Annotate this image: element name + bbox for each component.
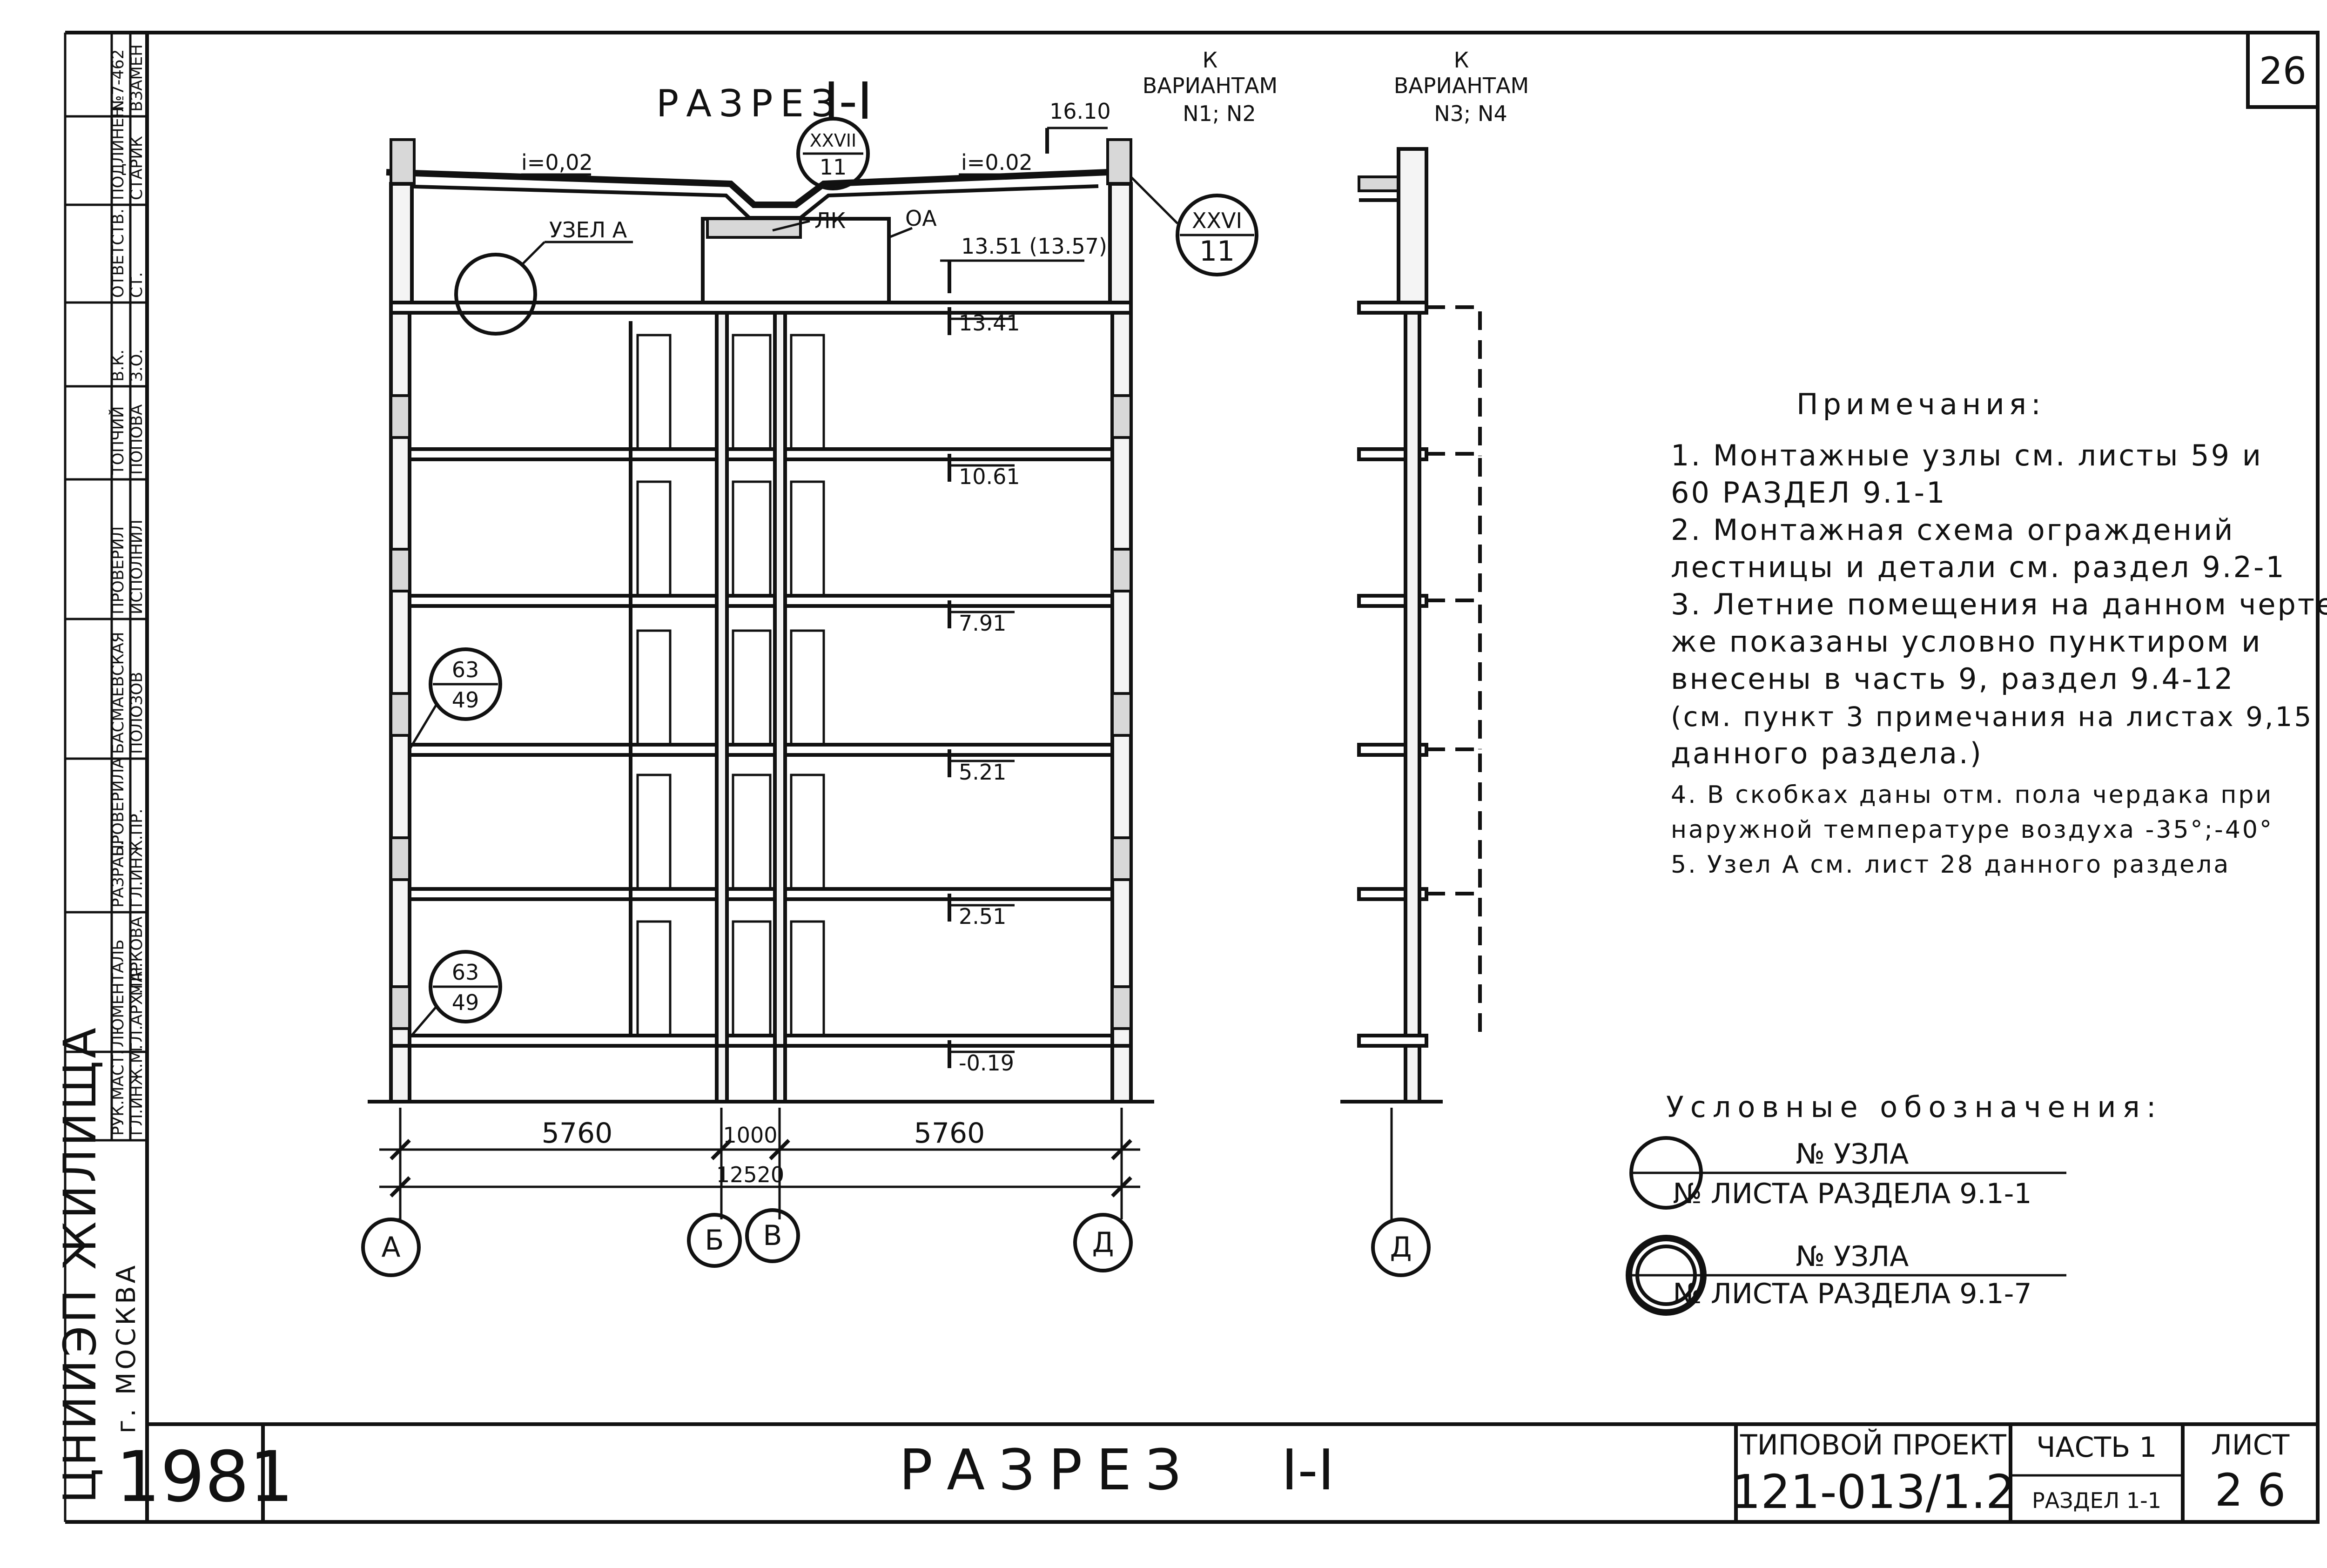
legend-double-top: № УЗЛА — [1796, 1240, 1909, 1273]
side-stamp-text: РУК.МАСТ. ГЛ.ИНЖ.М. ГЛ.АРХ.ПР. ЛЮМЕНТАЛЬ… — [108, 44, 146, 1136]
org-name: ЦНИИЭП ЖИЛИЩА — [54, 1025, 106, 1503]
note-line-10: 4. В скобках даны отм. пола чердака при — [1671, 781, 2273, 809]
stamp-col-5-bottom: ПОПОВА — [128, 404, 146, 475]
legend-symbols — [1626, 1136, 2066, 1316]
stamp-role-2: ГЛ.ИНЖ.М. — [128, 1044, 146, 1136]
notes-heading: Примечания: — [1796, 387, 2045, 421]
note-line-8: (см. пункт 3 примечания на листах 9,15 — [1671, 701, 2313, 733]
dimension-total: 12520 — [716, 1162, 784, 1187]
axis-a: А — [381, 1231, 400, 1264]
variant-left-label: ВАРИАНТАМ — [1143, 73, 1278, 98]
dimension-left: 5760 — [542, 1117, 613, 1150]
stamp-col-2-bottom: ГЛ.ИНЖ.ПР. — [128, 809, 146, 908]
roof-slope-left: i=0,02 — [521, 150, 593, 175]
roof-slope-right: i=0.02 — [961, 150, 1033, 175]
stamp-col-8-top: ПОДЛИНЕН — [109, 106, 128, 200]
side-stamp — [65, 33, 147, 1142]
axis-markers — [361, 1208, 1133, 1277]
part-label: ЧАСТЬ 1 — [2036, 1431, 2157, 1464]
legend-single-top: № УЗЛА — [1796, 1138, 1909, 1171]
stamp-col-9-bottom: ВЗАМЕН — [128, 44, 146, 112]
dimension-right: 5760 — [914, 1117, 985, 1150]
variant-left-k: К — [1203, 47, 1218, 73]
variant-right-label: ВАРИАНТАМ — [1394, 73, 1529, 98]
stamp-check-word: ПРОВЕРИЛА — [109, 758, 128, 856]
year: 1981 — [116, 1437, 294, 1518]
roof-elevation-top: 16.10 — [1049, 99, 1111, 124]
variant-right-k: К — [1454, 47, 1469, 73]
oa-label: ОА — [905, 206, 937, 231]
stamp-col-9-top: №7-462 — [109, 49, 128, 112]
stamp-col-8-bottom: СТАРИК — [128, 136, 146, 200]
note-line-9: данного раздела.) — [1671, 736, 1983, 770]
stamp-col-6-bottom: З.О. — [128, 349, 146, 382]
axis-d-side: Д — [1390, 1231, 1412, 1264]
floor-elevation-3: 7.91 — [959, 611, 1006, 636]
lk-label: ЛК — [814, 208, 846, 233]
stamp-col-5-top: ТОПЧИЙ — [108, 406, 128, 475]
floor-elevation-5: 2.51 — [959, 904, 1006, 929]
stamp-col-3-bottom: ПРОВЕРИЛ — [109, 526, 128, 614]
stamp-col-6-top: В.К. — [109, 350, 128, 382]
sheet-value: 2 6 — [2215, 1464, 2286, 1516]
stamp-col-1-bottom: МАРКОВА — [128, 916, 146, 996]
project-label: ТИПОВОЙ ПРОЕКТ — [1740, 1428, 2006, 1461]
note-line-5: 3. Летние помещения на данном черте- — [1671, 587, 2327, 621]
floor-elevation-2: 10.61 — [959, 464, 1020, 489]
building-section — [368, 117, 1258, 1219]
sheet-number-box — [2246, 31, 2320, 109]
note-line-4: лестницы и детали см. раздел 9.2-1 — [1671, 550, 2286, 584]
stamp-col-4-bottom: ИСПОЛНИЛ — [128, 519, 146, 614]
sheet-title-mark: I-I — [1281, 1438, 1334, 1503]
axis-b: Б — [705, 1224, 724, 1257]
stamp-role-3: ГЛ.АРХ.ПР. — [128, 962, 146, 1052]
node-mark-1-top: 63 — [452, 657, 479, 682]
note-line-11: наружной температуре воздуха -35°;-40° — [1671, 816, 2273, 844]
stamp-col-3-top: ПОЛОЗОВ — [128, 672, 146, 754]
node-mark-2-top: 63 — [452, 960, 479, 985]
node-a-label: УЗЕЛ А — [549, 217, 627, 242]
stamp-col-7-bottom: СТ. — [128, 272, 146, 298]
floor-elevation-4: 5.21 — [959, 760, 1006, 785]
node-xxvi-top: XXVI — [1192, 208, 1242, 233]
stamp-role-1: РУК.МАСТ. — [109, 1050, 128, 1136]
stamp-col-4-top: БАСМАЕВСКАЯ — [109, 632, 128, 754]
node-xxvi-bottom: 11 — [1199, 235, 1235, 268]
note-line-3: 2. Монтажная схема ограждений — [1671, 513, 2235, 547]
floor-elevation-1: 13.41 — [959, 310, 1020, 336]
dimension-middle: 1000 — [723, 1123, 777, 1148]
org-city: г. МОСКВА — [111, 1263, 141, 1433]
note-line-2: 60 РАЗДЕЛ 9.1-1 — [1671, 476, 1947, 510]
section-label: РАЗДЕЛ 1-1 — [2032, 1488, 2161, 1513]
floor-elevation-6: -0.19 — [959, 1050, 1014, 1076]
variant-right-nums: N3; N4 — [1434, 101, 1507, 126]
axis-v: В — [763, 1219, 782, 1252]
note-line-7: внесены в часть 9, раздел 9.4-12 — [1671, 662, 2234, 696]
sheet-number: 26 — [2259, 49, 2307, 93]
note-line-12: 5. Узел А см. лист 28 данного раздела — [1671, 851, 2230, 879]
legend-single-bottom: № ЛИСТА РАЗДЕЛА 9.1-1 — [1673, 1178, 2031, 1210]
node-xxvii-top: XXVII — [810, 130, 856, 151]
stamp-col-7-top: ОТВЕТСТВ. — [109, 209, 128, 298]
note-line-6: же показаны условно пунктиром и — [1671, 625, 2262, 659]
legend-double-bottom: № ЛИСТА РАЗДЕЛА 9.1-7 — [1673, 1278, 2031, 1310]
attic-elevation: 13.51 (13.57) — [961, 234, 1107, 259]
node-mark-2-bottom: 49 — [452, 990, 479, 1015]
sheet-label: ЛИСТ — [2211, 1429, 2290, 1461]
stamp-col-2-top: РАЗРАБ. — [109, 841, 128, 908]
node-mark-1-bottom: 49 — [452, 687, 479, 713]
note-line-1: 1. Монтажные узлы см. листы 59 и — [1671, 438, 2263, 472]
side-section — [1340, 147, 1482, 1277]
sheet-title: РАЗРЕЗ — [899, 1438, 1196, 1503]
axis-d: Д — [1092, 1226, 1114, 1259]
title-block — [147, 1422, 2318, 1522]
node-xxvii-bottom: 11 — [820, 155, 847, 180]
sheet-frame — [64, 31, 2320, 1524]
variant-left-nums: N1; N2 — [1183, 101, 1256, 126]
stamp-col-1-top: ЛЮМЕНТАЛЬ — [109, 939, 128, 1047]
section-title: РАЗРЕЗ — [656, 82, 842, 125]
legend-heading: Условные обозначения: — [1666, 1090, 2163, 1124]
project-number: 121-013/1.2 — [1731, 1465, 2016, 1519]
